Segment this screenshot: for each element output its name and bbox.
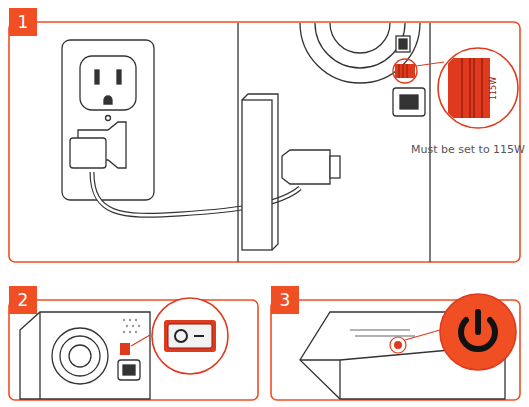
step-number-tag: 3 [271, 286, 299, 314]
power-cord [70, 122, 340, 215]
step-number: 1 [18, 14, 29, 31]
power-switch [120, 343, 130, 355]
power-button-ring [390, 337, 406, 353]
wall-outlet [62, 40, 154, 200]
step-number-tag: 2 [9, 286, 37, 314]
voltage-selector [393, 59, 417, 83]
step-number: 3 [280, 292, 291, 309]
power-button [394, 341, 402, 349]
note-text: Must be set to 115W [411, 143, 525, 156]
voltage-value: 115W [490, 76, 499, 99]
power-supply [20, 312, 150, 399]
zoom-leader [131, 335, 150, 346]
computer-back [238, 23, 430, 262]
step-number: 2 [18, 292, 29, 309]
zoom-circle [152, 298, 228, 374]
step-number-tag: 1 [9, 8, 37, 36]
zoom-circle [438, 48, 518, 128]
zoom-leader [405, 330, 440, 340]
panel-frame [9, 22, 520, 262]
power-icon-zoom [440, 294, 516, 370]
zoom-leader [416, 62, 444, 66]
